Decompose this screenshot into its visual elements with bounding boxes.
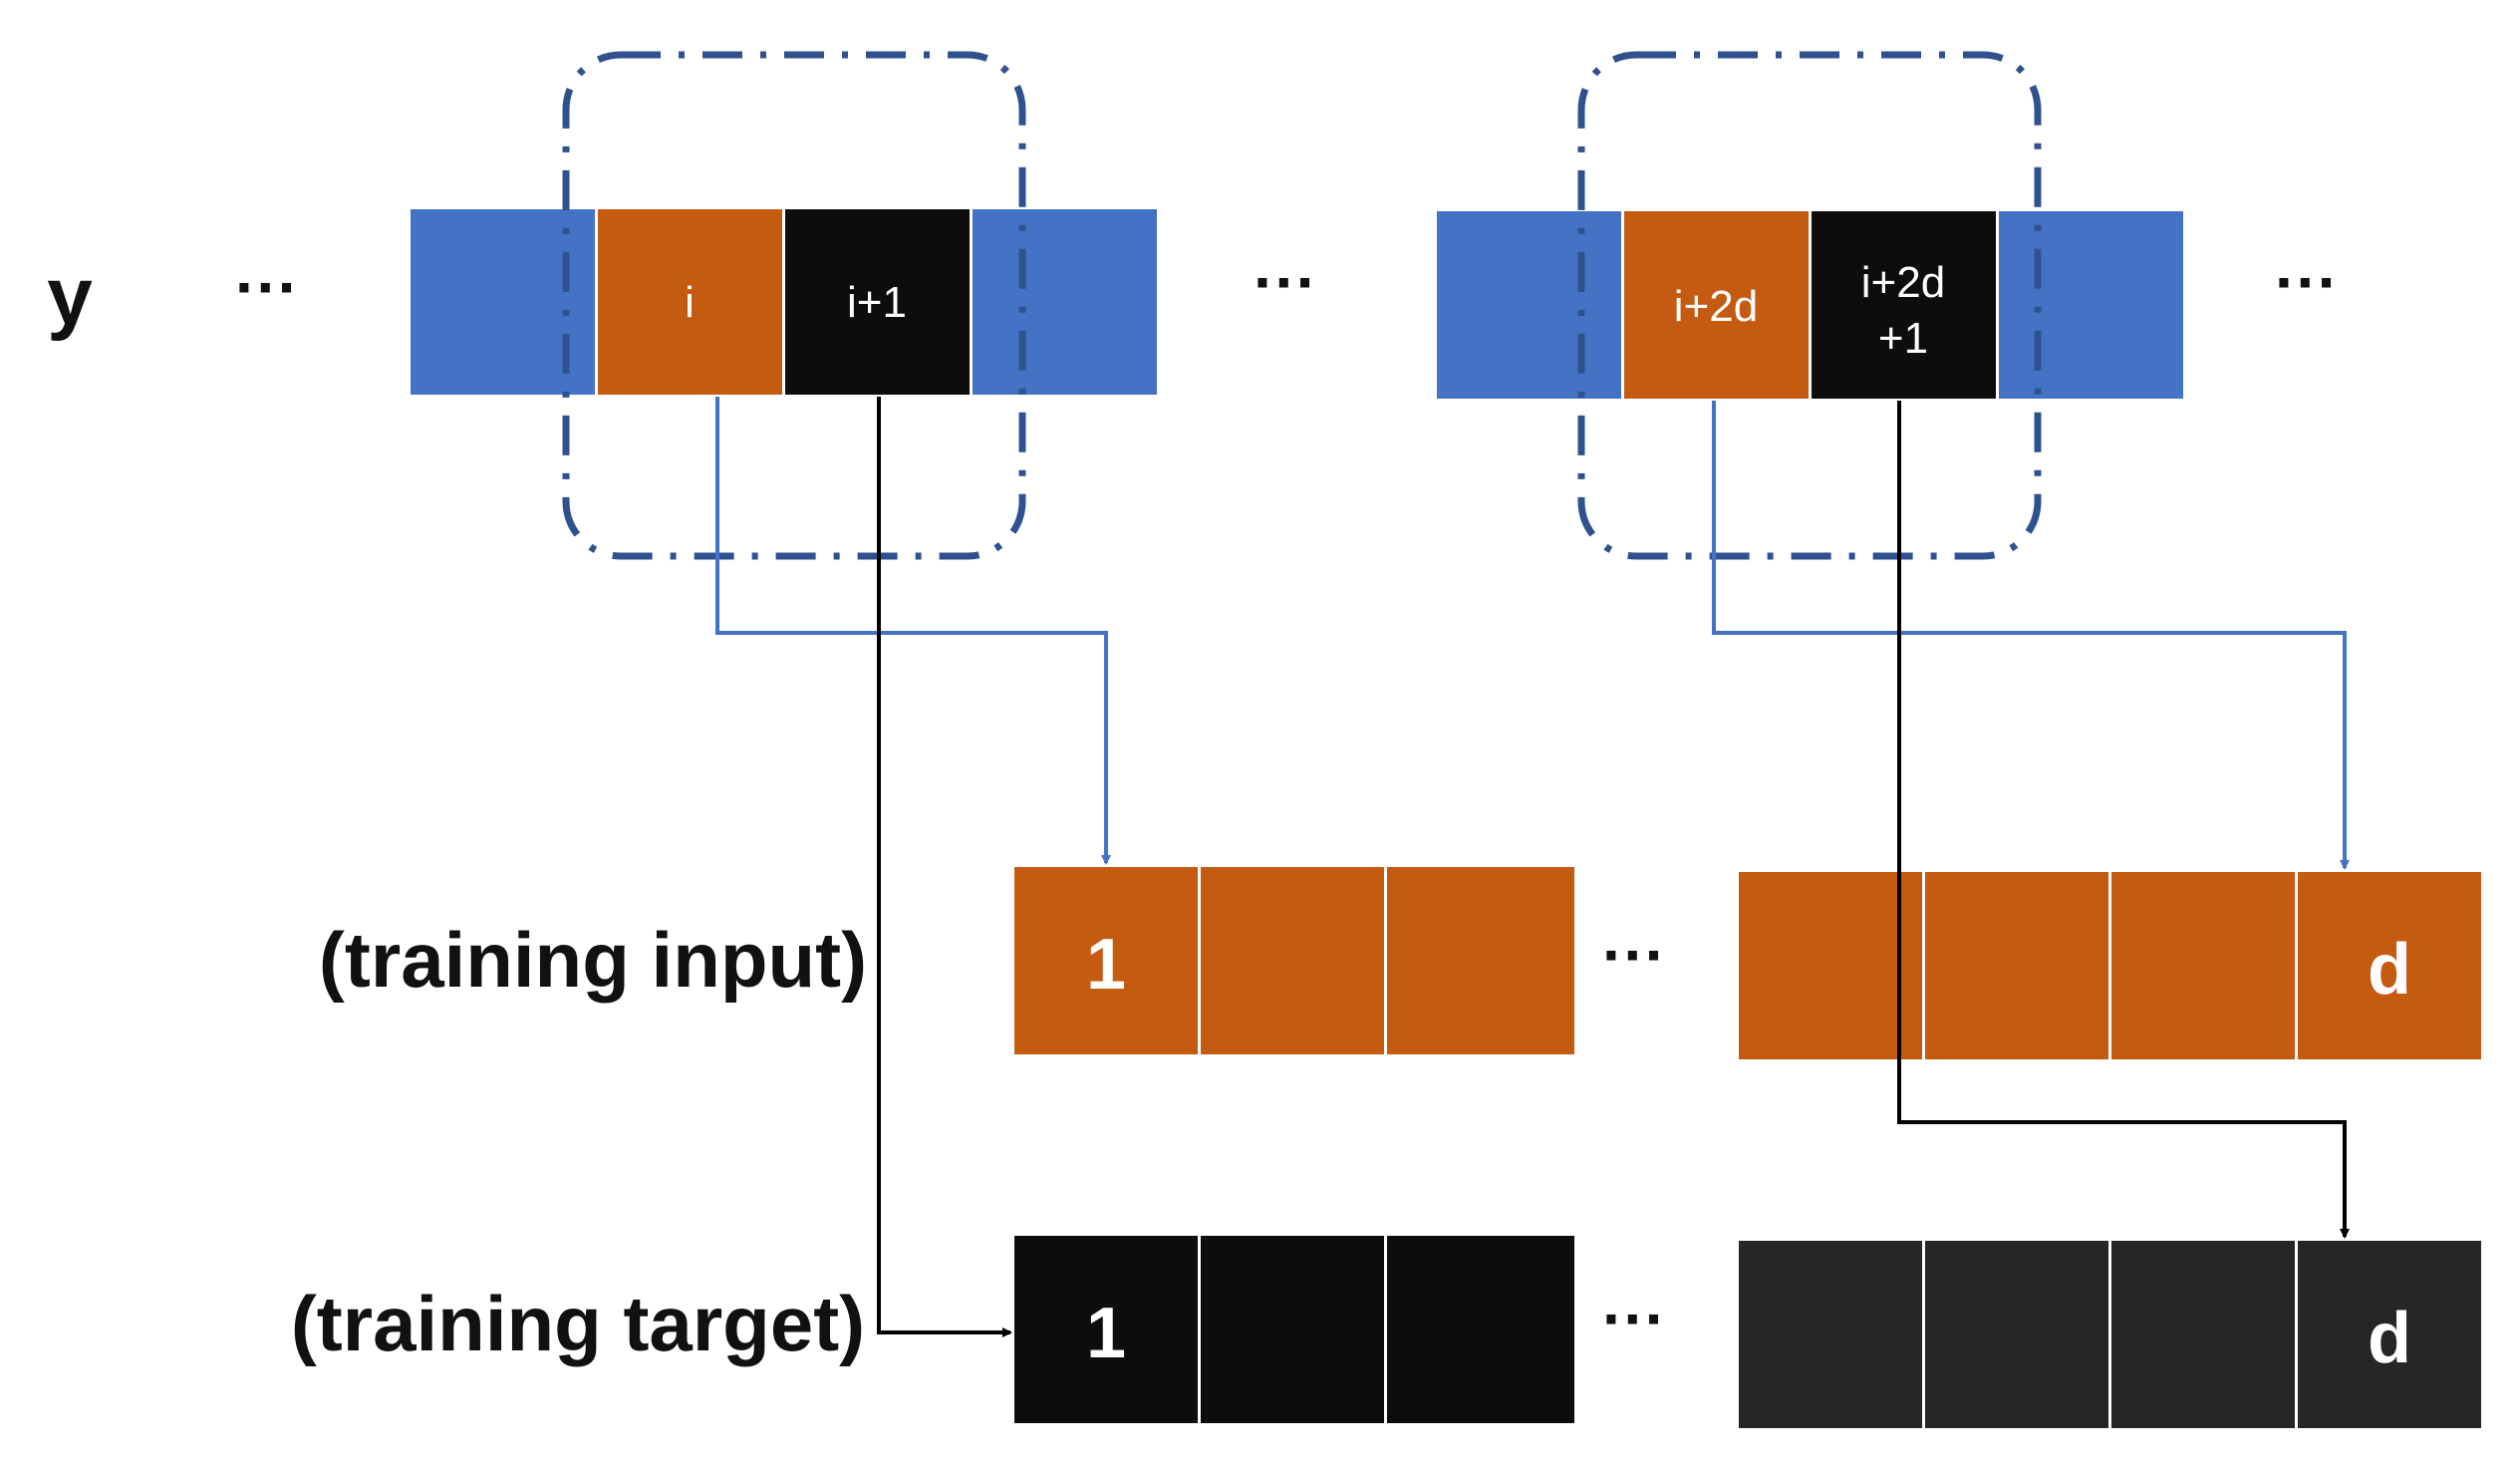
row-label-training-input: (training input) [319,916,867,1004]
training-target-row-right: d [1739,1241,2481,1428]
sequence-cell-blue [973,209,1157,395]
row-label-training-target: (training target) [291,1280,865,1367]
arrow-i-plus-2d-plus-1-to-target-last [1897,401,2350,1239]
sequence-group-left: i i+1 [411,51,1157,560]
target-cell [1739,1241,1922,1428]
ellipsis-training-input: ··· [1602,919,1666,991]
ellipsis-y-left: ··· [235,251,299,323]
target-cell [2298,1241,2481,1428]
training-input-row-left: 1 [1014,867,1574,1054]
window-box-left [562,51,1026,560]
ellipsis-training-target: ··· [1602,1283,1666,1354]
sequence-cell-i [598,209,782,395]
sequence-cell-label-i-plus-2d: i+2d [1674,282,1758,331]
input-cell-label-first: 1 [1086,925,1126,1005]
sequence-cell-i-plus-2d [1624,211,1809,399]
input-cell-label-last: d [2368,930,2411,1010]
target-cell-label-last: d [2368,1299,2411,1378]
ellipsis-y-middle: ··· [1254,246,1317,318]
target-cell [2111,1241,2295,1428]
sequence-cell-i-plus-1 [785,209,970,395]
target-cell [1387,1236,1574,1423]
input-cell [1201,867,1384,1054]
target-cell [1925,1241,2108,1428]
arrow-i-plus-1-to-target-first [877,397,1012,1337]
sequence-cell-blue [1437,211,1621,399]
ellipsis-y-right: ··· [2275,246,2339,318]
input-cell [1014,867,1198,1054]
row-label-y: y [47,251,93,342]
sequence-group-right: i+2d i+2d +1 [1437,51,2183,560]
input-cell [1387,867,1574,1054]
sequence-cell-label-i-plus-2d-plus-1-line2: +1 [1878,314,1928,363]
window-box-right [1577,51,2042,560]
arrow-i-to-input-first [715,397,1111,865]
target-cell-label-first: 1 [1086,1294,1126,1373]
target-cell [1014,1236,1198,1423]
sequence-cell-label-i-plus-1: i+1 [847,278,907,327]
input-cell [1739,872,1922,1059]
input-cell [1925,872,2108,1059]
training-target-row-left: 1 [1014,1236,1574,1423]
input-cell [2298,872,2481,1059]
sequence-cell-i-plus-2d-plus-1 [1812,211,1996,399]
input-cell [2111,872,2295,1059]
sequence-cell-blue [1999,211,2183,399]
training-input-row-right: d [1739,872,2481,1059]
sequence-cell-label-i: i [685,278,695,327]
target-cell [1201,1236,1384,1423]
sequence-cell-label-i-plus-2d-plus-1-line1: i+2d [1861,258,1945,307]
arrow-i-plus-2d-to-input-last [1712,401,2350,870]
